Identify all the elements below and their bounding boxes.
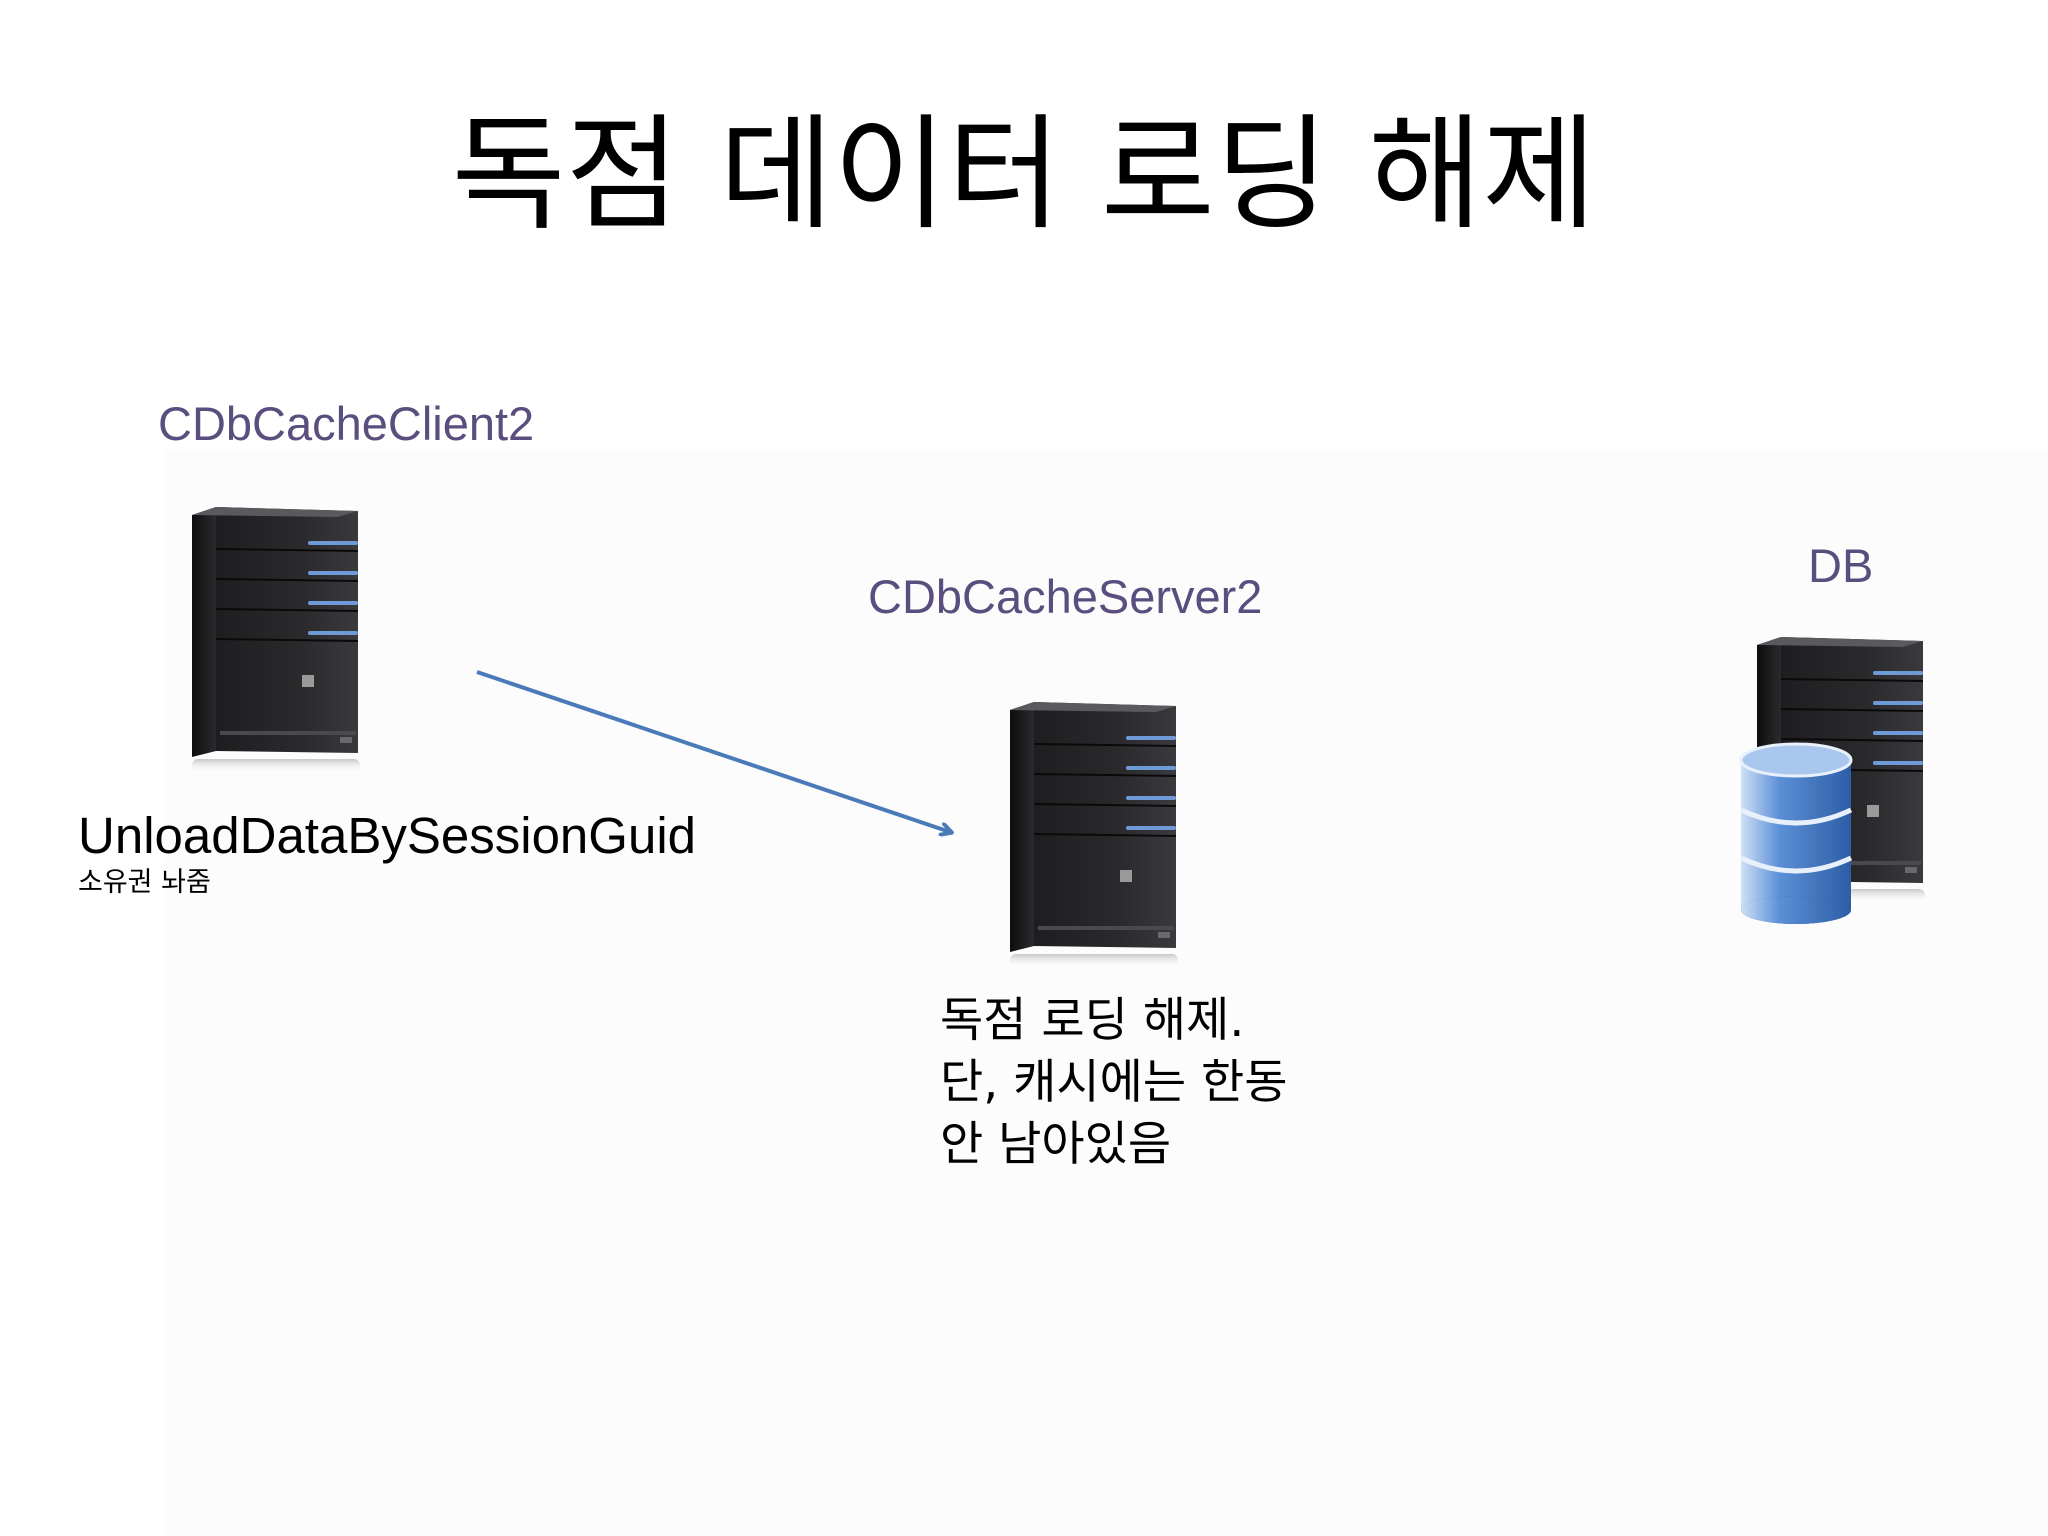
server-note-line-3: 안 남아있음 [940,1117,1172,1172]
server-note-line-1: 독점 로딩 해제. [940,993,1245,1048]
server-note-line-2: 단, 캐시에는 한동 [940,1055,1288,1110]
slide-title: 독점 데이터 로딩 해제 [451,103,1597,247]
db-label: DB [1808,539,1874,592]
database-cylinder-icon [1737,740,1855,925]
background-panel [163,450,2048,1536]
client-label: CDbCacheClient2 [158,397,535,450]
client-server-icon [190,505,362,775]
cache-server-icon [1008,700,1180,970]
server-note: 독점 로딩 해제. 단, 캐시에는 한동 안 남아있음 [940,990,1288,1176]
client-sub-caption: 소유권 놔줌 [78,867,211,898]
server-label: CDbCacheServer2 [868,570,1263,623]
client-caption: UnloadDataBySessionGuid [78,807,697,864]
